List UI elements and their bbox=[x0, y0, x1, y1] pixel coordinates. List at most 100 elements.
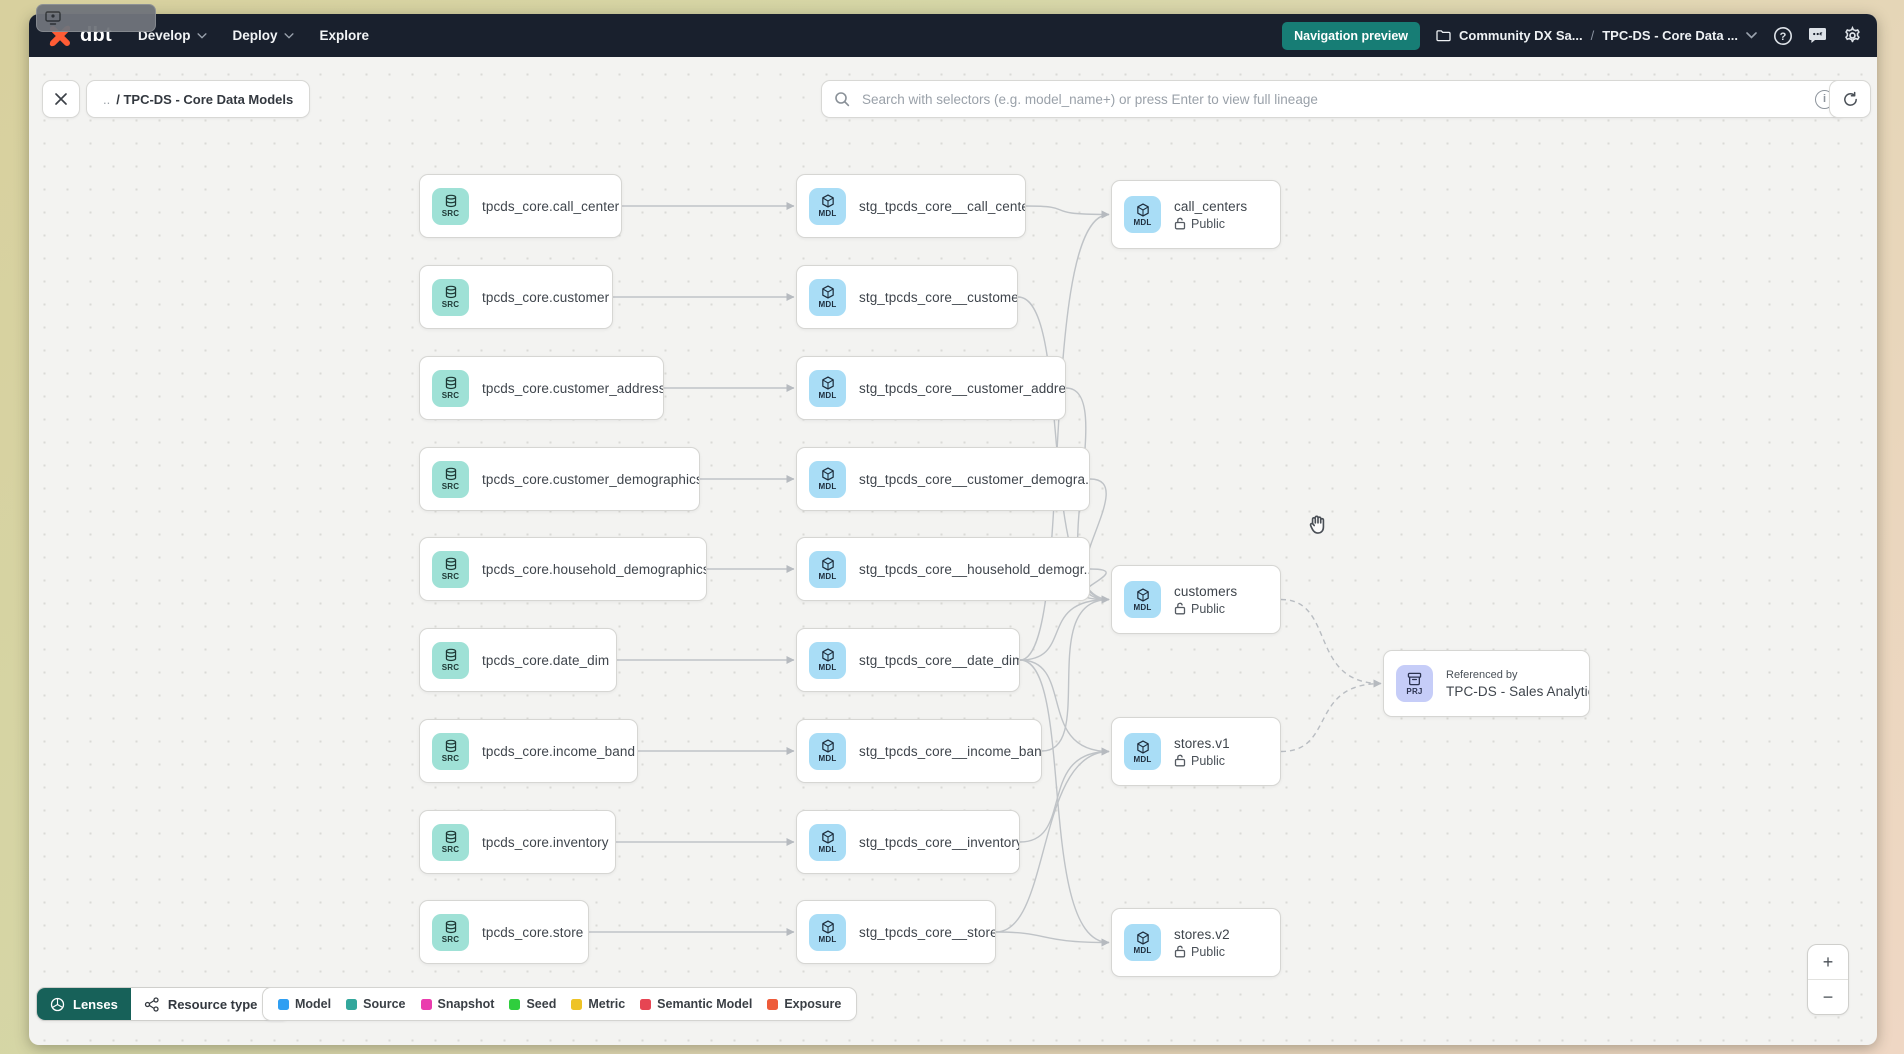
source-icon: SRC bbox=[432, 913, 469, 951]
node-label: tpcds_core.call_center bbox=[482, 198, 620, 214]
graph-node-stg-tpcds-core-customer-address[interactable]: MDL stg_tpcds_core__customer_address bbox=[796, 356, 1066, 420]
node-label: stores.v2 bbox=[1174, 926, 1230, 942]
feedback-icon[interactable] bbox=[1807, 26, 1828, 45]
legend-swatch bbox=[420, 998, 432, 1010]
source-icon: SRC bbox=[432, 732, 469, 770]
refresh-lineage-button[interactable] bbox=[1829, 80, 1871, 118]
node-label: stg_tpcds_core__customer_address bbox=[859, 380, 1066, 396]
legend-item-model: Model bbox=[278, 997, 331, 1011]
lenses-button[interactable]: Lenses bbox=[37, 988, 131, 1020]
search-input[interactable] bbox=[860, 90, 1805, 108]
node-tag: MDL bbox=[1133, 217, 1152, 227]
nav-menu-label: Deploy bbox=[232, 28, 278, 43]
unlock-icon bbox=[1174, 217, 1186, 230]
nav-menu-explore[interactable]: Explore bbox=[320, 28, 370, 43]
legend-label: Metric bbox=[588, 997, 626, 1011]
search-bar[interactable]: i bbox=[821, 80, 1847, 118]
node-subtitle: Referenced by bbox=[1446, 668, 1518, 681]
graph-node-tpcds-core-store[interactable]: SRC tpcds_core.store bbox=[419, 900, 589, 964]
help-icon[interactable]: ? bbox=[1773, 26, 1793, 46]
resource-type-label: Resource type bbox=[167, 996, 258, 1012]
lineage-breadcrumb[interactable]: .. / TPC-DS - Core Data Models bbox=[86, 80, 311, 118]
legend-swatch bbox=[640, 998, 652, 1010]
edge-m7-o2 bbox=[1041, 595, 1110, 752]
nav-menu-develop[interactable]: Develop bbox=[138, 28, 207, 43]
node-tag: MDL bbox=[1133, 602, 1152, 612]
source-icon: SRC bbox=[432, 187, 469, 225]
node-label: stg_tpcds_core__inventory bbox=[859, 834, 1020, 850]
model-icon: MDL bbox=[809, 823, 846, 861]
legend-item-metric: Metric bbox=[571, 997, 625, 1011]
resource-type-icon bbox=[144, 996, 159, 1012]
zoom-in-button[interactable]: + bbox=[1822, 951, 1834, 972]
node-label: tpcds_core.customer_address bbox=[482, 380, 664, 396]
close-icon bbox=[55, 93, 67, 105]
legend-item-seed: Seed bbox=[509, 997, 556, 1011]
nav-menus: Develop Deploy Explore bbox=[138, 28, 369, 43]
graph-node-stg-tpcds-core-inventory[interactable]: MDL stg_tpcds_core__inventory bbox=[796, 810, 1020, 874]
node-tag: MDL bbox=[1133, 754, 1152, 764]
node-tag: SRC bbox=[441, 935, 460, 944]
node-label: stg_tpcds_core__income_band bbox=[859, 743, 1042, 759]
node-label: stg_tpcds_core__call_center bbox=[859, 198, 1026, 214]
breadcrumb[interactable]: Community DX Sa... / TPC-DS - Core Data … bbox=[1436, 28, 1757, 43]
chevron-down-icon[interactable] bbox=[1746, 32, 1757, 39]
model-icon: MDL bbox=[1124, 581, 1161, 618]
node-label: tpcds_core.customer_demographics bbox=[482, 471, 700, 487]
unlock-icon bbox=[1174, 945, 1186, 958]
node-tag: MDL bbox=[818, 482, 837, 491]
legend-swatch bbox=[767, 998, 779, 1010]
access-label: Public bbox=[1191, 753, 1226, 768]
node-tag: MDL bbox=[818, 391, 837, 400]
folder-icon bbox=[1436, 30, 1451, 42]
node-label: tpcds_core.date_dim bbox=[482, 652, 610, 668]
unlock-icon bbox=[1174, 602, 1186, 615]
zoom-out-button[interactable]: − bbox=[1808, 979, 1848, 1014]
legend-item-exposure: Exposure bbox=[767, 997, 841, 1011]
lenses-label: Lenses bbox=[73, 996, 118, 1012]
model-icon: MDL bbox=[809, 369, 846, 407]
gear-icon[interactable] bbox=[1842, 25, 1863, 46]
node-label: tpcds_core.income_band bbox=[482, 743, 636, 759]
close-lineage-button[interactable] bbox=[42, 80, 80, 118]
legend-swatch bbox=[571, 998, 583, 1010]
project-icon: PRJ bbox=[1396, 665, 1433, 702]
navigation-preview-button[interactable]: Navigation preview bbox=[1282, 21, 1421, 50]
breadcrumb-project[interactable]: Community DX Sa... bbox=[1459, 28, 1583, 43]
edge-m6-o2 bbox=[1019, 595, 1110, 661]
legend-swatch bbox=[278, 998, 289, 1010]
node-label: tpcds_core.store bbox=[482, 924, 584, 940]
node-tag: SRC bbox=[441, 845, 460, 854]
graph-node-tpcds-core-call-center[interactable]: SRC tpcds_core.call_center bbox=[419, 174, 622, 238]
source-icon: SRC bbox=[432, 460, 469, 498]
node-label: call_centers bbox=[1174, 198, 1248, 214]
node-tag: SRC bbox=[441, 482, 460, 491]
node-label: stg_tpcds_core__date_dim bbox=[859, 652, 1020, 668]
legend-label: Snapshot bbox=[437, 997, 495, 1011]
graph-node-tpcds-core-income-band[interactable]: SRC tpcds_core.income_band bbox=[419, 719, 638, 783]
lineage-breadcrumb-up[interactable]: .. bbox=[103, 91, 111, 107]
node-tag: SRC bbox=[441, 300, 460, 309]
breadcrumb-environment[interactable]: TPC-DS - Core Data ... bbox=[1602, 28, 1738, 43]
graph-node-tpcds-core-customer-demographics[interactable]: SRC tpcds_core.customer_demographics bbox=[419, 447, 700, 511]
nav-menu-deploy[interactable]: Deploy bbox=[233, 28, 294, 43]
model-icon: MDL bbox=[809, 460, 846, 498]
